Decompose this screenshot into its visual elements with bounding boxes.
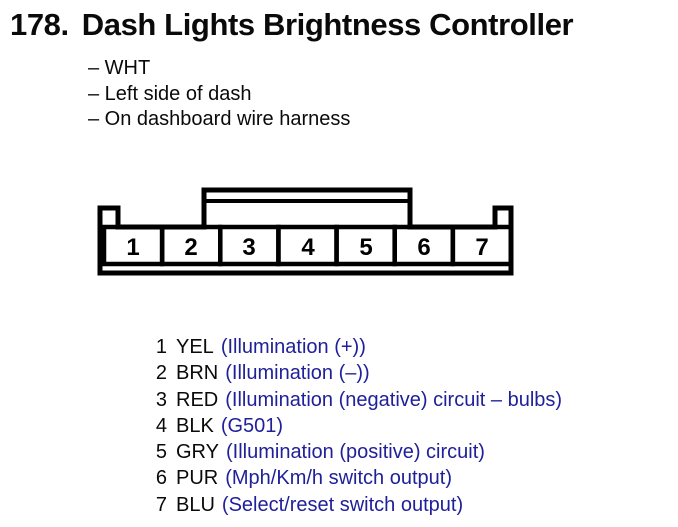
pin-number: 1 bbox=[155, 336, 167, 358]
pin-row: 6 PUR (Mph/Km/h switch output) bbox=[150, 465, 562, 491]
pin-number: 4 bbox=[155, 414, 167, 437]
pin-row: 3 RED (Illumination (negative) circuit –… bbox=[150, 387, 562, 413]
pin-description: (Mph/Km/h switch output) bbox=[225, 467, 452, 490]
pin-description: (Select/reset switch output) bbox=[221, 493, 464, 516]
pin-number: 3 bbox=[155, 388, 167, 411]
pin-description: (Illumination (–)) bbox=[225, 362, 370, 385]
pin-number: 7 bbox=[155, 493, 167, 516]
connector-cell-number: 7 bbox=[475, 234, 488, 261]
pin-wire-color: PUR bbox=[176, 467, 219, 490]
pin-description: (Illumination (positive) circuit) bbox=[225, 441, 485, 464]
pin-row: 1 YEL (Illumination (+)) bbox=[150, 334, 562, 360]
pin-row: 4 BLK (G501) bbox=[150, 413, 562, 439]
pin-wire-color: BLK bbox=[176, 414, 214, 437]
connector-cell-number: 4 bbox=[301, 234, 315, 261]
pin-wire-color: GRY bbox=[176, 441, 219, 464]
detail-notes: – WHT – Left side of dash – On dashboard… bbox=[88, 56, 350, 133]
pin-description: (G501) bbox=[220, 414, 284, 437]
pin-wire-color: YEL bbox=[176, 336, 214, 358]
connector-cell-number: 6 bbox=[417, 234, 430, 261]
pin-wire-color: BRN bbox=[176, 362, 219, 385]
pin-row: 2 BRN (Illumination (–)) bbox=[150, 360, 562, 386]
pin-number: 5 bbox=[155, 441, 167, 464]
section-number: 178. bbox=[10, 7, 69, 42]
detail-note-harness: – On dashboard wire harness bbox=[88, 108, 351, 130]
connector-cell-number: 2 bbox=[184, 234, 197, 261]
pin-row: 7 BLU (Select/reset switch output) bbox=[150, 492, 562, 518]
detail-note-location: – Left side of dash bbox=[88, 82, 252, 105]
connector-cell-number: 3 bbox=[242, 234, 255, 261]
pin-description: (Illumination (negative) circuit – bulbs… bbox=[225, 388, 563, 411]
pin-row: 5 GRY (Illumination (positive) circuit) bbox=[150, 439, 562, 465]
connector-diagram: 1 2 3 4 5 6 7 bbox=[97, 187, 514, 276]
pin-number: 2 bbox=[155, 362, 167, 385]
pin-wire-color: RED bbox=[176, 388, 219, 411]
pin-wire-color: BLU bbox=[176, 493, 215, 516]
section-title-text: Dash Lights Brightness Controller bbox=[81, 7, 574, 42]
connector-cell bbox=[450, 224, 514, 267]
pin-number: 6 bbox=[155, 467, 167, 490]
pin-description: (Illumination (+)) bbox=[220, 336, 366, 358]
pin-list: 1 YEL (Illumination (+)) 2 BRN (Illumina… bbox=[150, 334, 562, 518]
connector-cell-number: 1 bbox=[126, 234, 139, 261]
detail-note-connector-color: – WHT bbox=[88, 57, 151, 79]
page-title: 178. Dash Lights Brightness Controller bbox=[10, 7, 574, 42]
connector-cells bbox=[101, 224, 514, 267]
connector-cell-numbers: 1 2 3 4 5 6 7 bbox=[126, 234, 488, 261]
connector-cell-number: 5 bbox=[359, 234, 372, 261]
